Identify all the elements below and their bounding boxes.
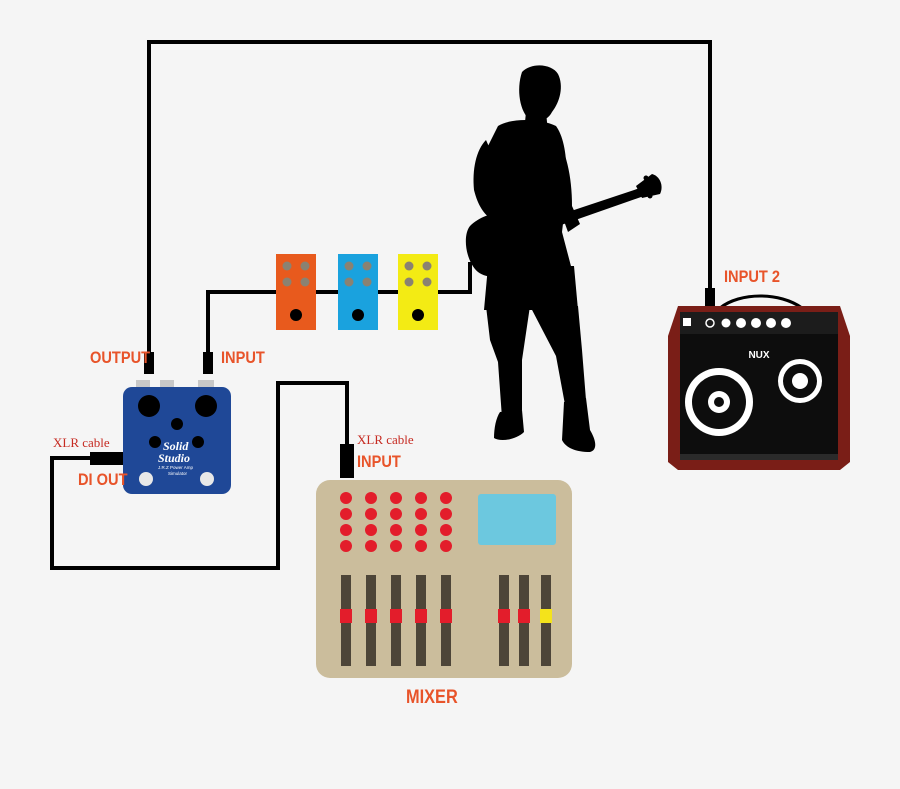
di-knob-small-left[interactable] [149,436,161,448]
di-knob-right[interactable] [195,395,217,417]
mixer-led [390,508,402,520]
guitarist-silhouette-icon [465,65,662,452]
mixer-led [365,492,377,504]
mixer-led [415,492,427,504]
mixer-led [390,540,402,552]
mixer-fader-cap[interactable] [340,609,352,623]
mixer-led-grid [340,492,452,552]
di-footswitch-left[interactable] [139,472,153,486]
mixer-led [440,508,452,520]
mixer-fader-cap[interactable] [498,609,510,623]
amp-speaker-small [778,359,822,403]
mixer-led [340,540,352,552]
label-di-out: DI OUT [78,470,128,489]
mixer-led [340,492,352,504]
di-footswitch-right[interactable] [200,472,214,486]
mixer-led [440,492,452,504]
mixer-fader-cap[interactable] [390,609,402,623]
amp-knob-1[interactable] [705,318,715,328]
cable-pedals-to-di-input [206,290,282,360]
cables [50,40,712,570]
mixer-faders [340,575,552,666]
jack-plug-output [144,352,154,374]
mixer-fader-cap[interactable] [415,609,427,623]
mixer-led [340,524,352,536]
mixing-console-icon [316,480,572,678]
label-input-mixer: INPUT [357,452,401,471]
label-input2: INPUT 2 [724,267,781,286]
mixer-led [440,540,452,552]
label-mixer: MIXER [406,687,458,708]
jack-plug-input [203,352,213,374]
di-knob-left[interactable] [138,395,160,417]
mixer-led [365,540,377,552]
pedal-orange [276,254,316,330]
amp-knob-4[interactable] [751,318,761,328]
amp-speaker-large [685,368,753,436]
mixer-fader-cap[interactable] [518,609,530,623]
di-model-text: J.R.Z Power Amp [158,465,194,470]
di-brand-line1: Solid [163,439,189,453]
jack-plugs [90,288,715,478]
mixer-led [340,508,352,520]
pedal-blue [338,254,378,330]
pedal-yellow [398,254,438,330]
mixer-screen [478,494,556,545]
label-xlr-left: XLR cable [53,435,110,450]
amp-knob-6[interactable] [781,318,791,328]
mixer-led [365,524,377,536]
mixer-fader-cap[interactable] [440,609,452,623]
jack-plug-input2 [705,288,715,308]
cable-output-to-amp-input2 [147,40,712,360]
amp-knob-2[interactable] [721,318,731,328]
mixer-fader-cap[interactable] [365,609,377,623]
xlr-plug-mixer [340,444,354,478]
amp-brand-logo: NUX [748,350,769,361]
mixer-led [390,524,402,536]
mixer-led [415,540,427,552]
cable-xlr-di-to-mixer [50,381,349,570]
amp-knob-5[interactable] [766,318,776,328]
di-knob-small-right[interactable] [192,436,204,448]
di-brand-line2: Studio [158,451,191,465]
mixer-led [365,508,377,520]
label-input-di: INPUT [221,348,265,367]
mixer-led [390,492,402,504]
xlr-plug-di-out [90,452,124,465]
guitar-amp-icon: NUX [668,294,850,470]
mixer-fader-cap[interactable] [540,609,552,623]
di-box-icon [123,380,231,494]
label-output: OUTPUT [90,348,151,367]
mixer-led [440,524,452,536]
amp-knob-3[interactable] [736,318,746,328]
mixer-led [415,524,427,536]
cable-yellow-to-guitar [434,262,472,294]
label-xlr-right: XLR cable [357,432,414,447]
mixer-led [415,508,427,520]
di-subtitle-text: Simulator [168,471,188,476]
di-knob-center[interactable] [171,418,183,430]
